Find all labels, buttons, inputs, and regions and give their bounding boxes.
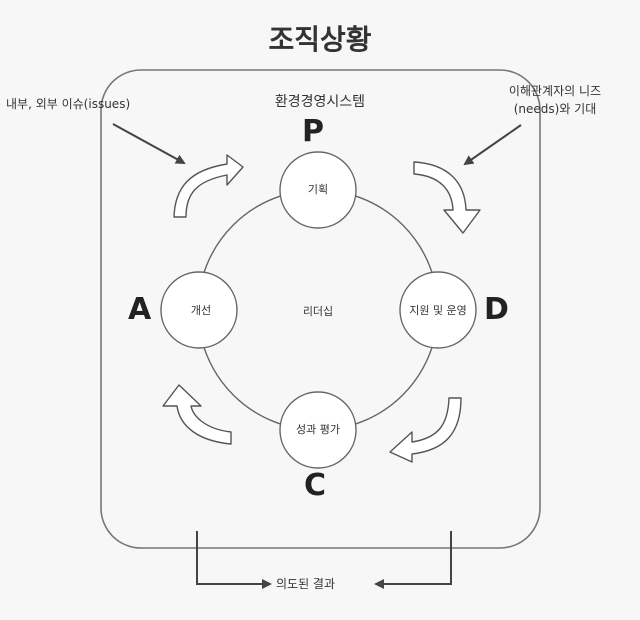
act-letter: A xyxy=(128,292,152,327)
cycle-arrow-do-to-check xyxy=(389,397,462,463)
diagram-title: 조직상황 xyxy=(268,23,372,56)
check-circle xyxy=(279,391,357,469)
do-circle xyxy=(399,271,477,349)
needs-input-arrow xyxy=(463,124,522,166)
plan-circle-label: 기획 xyxy=(307,183,329,196)
leadership-label: 리더십 xyxy=(302,305,334,318)
do-letter: D xyxy=(484,292,509,327)
outcome-line-right xyxy=(374,531,452,589)
cycle-arrow-plan-to-do xyxy=(413,161,481,234)
outcome-line-left xyxy=(196,531,272,589)
check-circle-label: 성과 평가 xyxy=(296,423,340,436)
plan-letter: P xyxy=(302,114,324,149)
cycle-arrow-check-to-act xyxy=(162,384,232,445)
act-circle-label: 개선 xyxy=(190,304,212,317)
plan-circle xyxy=(279,151,357,229)
cycle-arrow-act-to-plan xyxy=(173,154,244,218)
do-circle-label: 지원 및 운영 xyxy=(409,304,467,317)
system-label: 환경경영시스템 xyxy=(274,94,366,110)
needs-label-line-1: 이해관계자의 니즈 xyxy=(508,84,602,98)
needs-label-line-2: (needs)와 기대 xyxy=(513,102,597,116)
organization-context-box xyxy=(100,69,541,549)
intended-outcome-label: 의도된 결과 xyxy=(276,577,336,591)
issues-input-arrow xyxy=(112,123,186,164)
check-letter: C xyxy=(304,468,327,503)
act-circle xyxy=(160,271,238,349)
needs-label: 이해관계자의 니즈 (needs)와 기대 xyxy=(480,82,630,118)
issues-label: 내부, 외부 이슈(issues) xyxy=(6,97,131,111)
